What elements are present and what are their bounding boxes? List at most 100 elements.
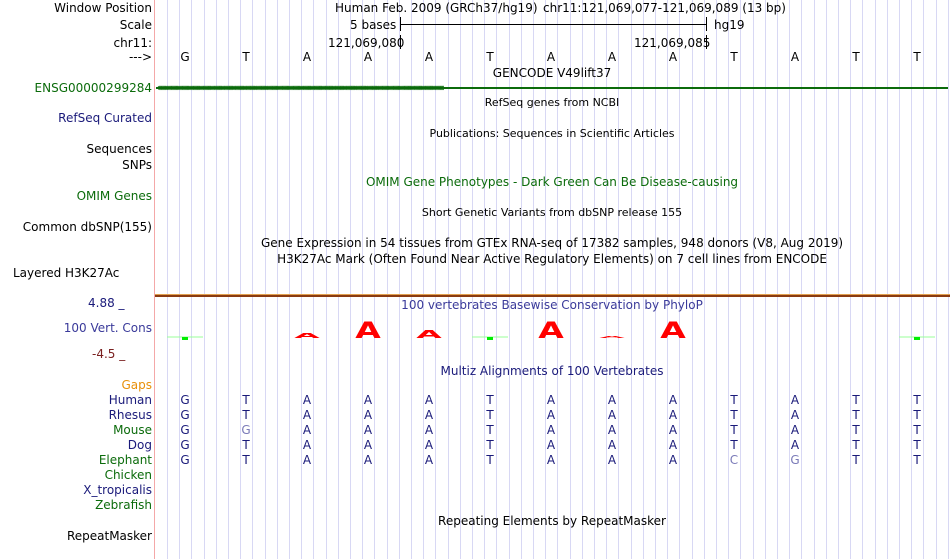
- aligned-base: A: [424, 393, 434, 407]
- aligned-base: C: [729, 453, 739, 467]
- grid-line: [460, 0, 461, 559]
- reference-base: G: [180, 50, 190, 64]
- reference-base: T: [852, 50, 860, 64]
- phylop-bar: [487, 337, 493, 340]
- grid-line: [411, 0, 412, 559]
- reference-base: A: [424, 50, 434, 64]
- grid-line: [448, 0, 449, 559]
- aligned-base: T: [730, 408, 738, 422]
- grid-line: [496, 0, 497, 559]
- grid-line: [704, 0, 705, 559]
- grid-line: [862, 0, 863, 559]
- grid-line: [423, 0, 424, 559]
- dbsnp-label[interactable]: Common dbSNP(155): [22, 220, 152, 234]
- grid-line: [655, 0, 656, 559]
- aligned-base: T: [730, 393, 738, 407]
- grid-line: [887, 0, 888, 559]
- aligned-base: A: [790, 438, 800, 452]
- grid-line: [435, 0, 436, 559]
- aligned-base: A: [546, 408, 556, 422]
- refseq-title[interactable]: RefSeq genes from NCBI: [484, 96, 620, 109]
- species-label-mouse[interactable]: Mouse: [113, 423, 152, 437]
- grid-line: [204, 0, 205, 559]
- species-label-zebrafish[interactable]: Zebrafish: [95, 498, 152, 512]
- reference-base: A: [363, 50, 373, 64]
- gene-strand-arrows: ‹‹‹‹‹‹‹‹‹‹‹‹‹‹‹‹‹‹‹‹‹‹‹‹‹‹‹‹‹‹‹‹‹‹‹‹‹‹‹‹…: [156, 81, 445, 94]
- species-label-rhesus[interactable]: Rhesus: [108, 408, 152, 422]
- aligned-base: T: [852, 393, 860, 407]
- scale-label: Scale: [119, 18, 152, 32]
- coord-tick: [400, 35, 401, 49]
- aligned-base: A: [363, 393, 373, 407]
- gaps-label[interactable]: Gaps: [121, 378, 152, 392]
- grid-line: [667, 0, 668, 559]
- aligned-base: A: [668, 453, 678, 467]
- strand-arrow-label: --->: [128, 50, 152, 64]
- grid-line: [399, 0, 400, 559]
- refseq-curated-label[interactable]: RefSeq Curated: [58, 111, 152, 125]
- aligned-base: T: [913, 393, 921, 407]
- grid-line: [216, 0, 217, 559]
- aligned-base: G: [180, 423, 190, 437]
- grid-line: [801, 0, 802, 559]
- aligned-base: T: [486, 438, 494, 452]
- gtex-title[interactable]: Gene Expression in 54 tissues from GTEx …: [260, 236, 844, 250]
- grid-line: [167, 0, 168, 559]
- phylop-label[interactable]: 100 Vert. Cons: [63, 321, 152, 335]
- species-label-dog[interactable]: Dog: [127, 438, 152, 452]
- species-label-human[interactable]: Human: [108, 393, 152, 407]
- repeatmasker-label[interactable]: RepeatMasker: [66, 529, 152, 543]
- snps-label[interactable]: SNPs: [122, 158, 152, 172]
- h3k27ac-title[interactable]: H3K27Ac Mark (Often Found Near Active Re…: [277, 252, 827, 266]
- grid-line: [850, 0, 851, 559]
- h3k27ac-label[interactable]: Layered H3K27Ac: [13, 266, 120, 280]
- aligned-base: A: [607, 438, 617, 452]
- grid-line: [692, 0, 693, 559]
- grid-line: [362, 0, 363, 559]
- grid-line: [765, 0, 766, 559]
- omim-title[interactable]: OMIM Gene Phenotypes - Dark Green Can Be…: [365, 175, 739, 189]
- phylop-bar: [182, 337, 188, 340]
- repeatmasker-title[interactable]: Repeating Elements by RepeatMasker: [438, 514, 666, 528]
- phylop-title[interactable]: 100 vertebrates Basewise Conservation by…: [401, 298, 703, 312]
- grid-line: [728, 0, 729, 559]
- grid-line: [350, 0, 351, 559]
- aligned-base: T: [242, 408, 250, 422]
- aligned-base: T: [242, 438, 250, 452]
- publications-title[interactable]: Publications: Sequences in Scientific Ar…: [429, 127, 675, 140]
- gencode-gene-label[interactable]: ENSG00000299284: [34, 81, 152, 95]
- reference-base: A: [302, 50, 312, 64]
- aligned-base: A: [302, 408, 312, 422]
- reference-base: A: [790, 50, 800, 64]
- phylop-min: -4.5 _: [92, 347, 126, 361]
- aligned-base: T: [486, 393, 494, 407]
- gene-line[interactable]: [156, 87, 948, 89]
- grid-line: [936, 0, 937, 559]
- species-label-x_tropicalis[interactable]: X_tropicalis: [83, 483, 152, 497]
- aligned-base: A: [546, 438, 556, 452]
- phylop-bar: [914, 337, 920, 340]
- aligned-base: A: [424, 423, 434, 437]
- aligned-base: T: [852, 408, 860, 422]
- gencode-title[interactable]: GENCODE V49lift37: [492, 66, 612, 80]
- grid-line: [521, 0, 522, 559]
- species-label-elephant[interactable]: Elephant: [98, 453, 152, 467]
- reference-base: T: [486, 50, 494, 64]
- grid-line: [618, 0, 619, 559]
- grid-line: [753, 0, 754, 559]
- phylop-logo-letter: A: [416, 328, 442, 341]
- species-label-chicken[interactable]: Chicken: [104, 468, 152, 482]
- scale-bar: [400, 24, 706, 25]
- omim-genes-label[interactable]: OMIM Genes: [76, 189, 152, 203]
- aligned-base: T: [486, 453, 494, 467]
- sequences-label[interactable]: Sequences: [86, 142, 152, 156]
- dbsnp-title[interactable]: Short Genetic Variants from dbSNP releas…: [421, 206, 683, 219]
- grid-line: [826, 0, 827, 559]
- aligned-base: T: [852, 438, 860, 452]
- multiz-title[interactable]: Multiz Alignments of 100 Vertebrates: [440, 364, 664, 378]
- grid-line: [875, 0, 876, 559]
- aligned-base: A: [668, 393, 678, 407]
- aligned-base: T: [730, 423, 738, 437]
